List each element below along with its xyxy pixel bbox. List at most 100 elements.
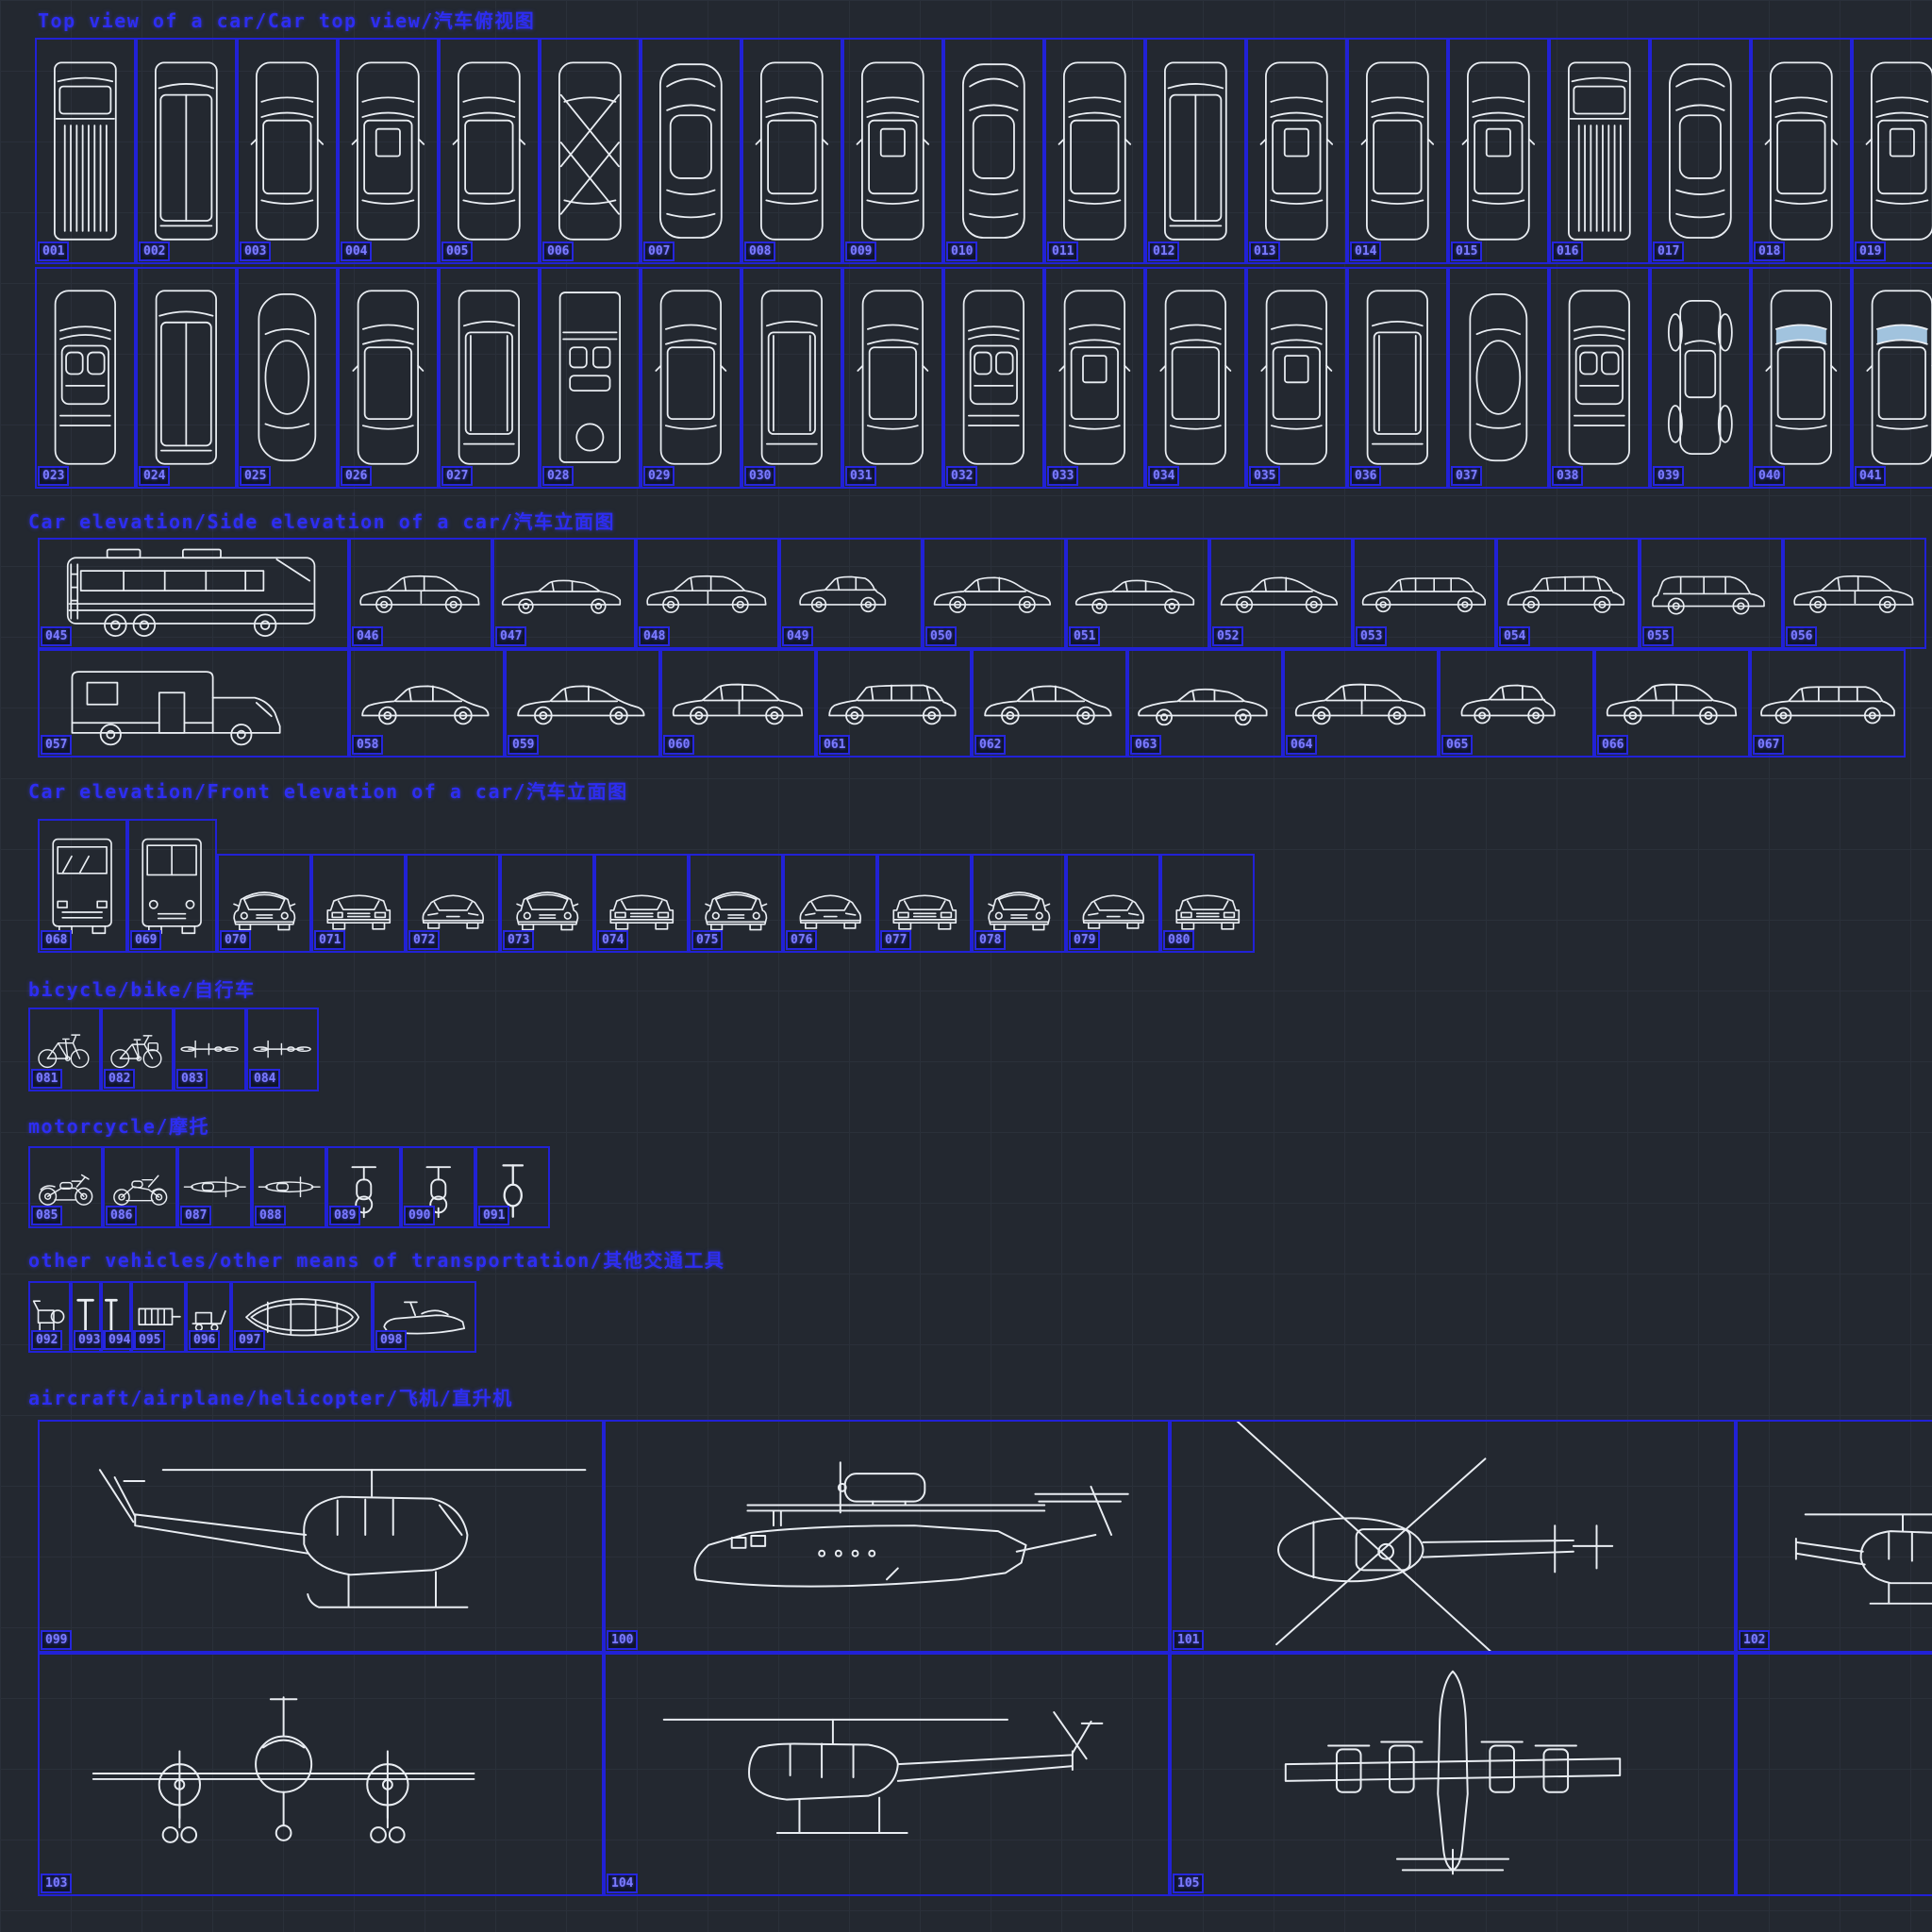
block-cell-086[interactable]: 086 xyxy=(103,1146,177,1228)
block-cell-045[interactable]: 045 xyxy=(38,538,349,649)
block-cell-105[interactable]: 105 xyxy=(1170,1653,1736,1896)
block-cell-079[interactable]: 079 xyxy=(1066,854,1160,953)
block-cell-087[interactable]: 087 xyxy=(177,1146,252,1228)
block-cell-033[interactable]: 033 xyxy=(1044,267,1145,489)
block-cell-039[interactable]: 039 xyxy=(1650,267,1751,489)
block-cell-075[interactable]: 075 xyxy=(689,854,783,953)
block-cell-054[interactable]: 054 xyxy=(1496,538,1640,649)
block-cell-037[interactable]: 037 xyxy=(1448,267,1549,489)
block-cell-083[interactable]: 083 xyxy=(174,1008,246,1091)
block-cell-028[interactable]: 028 xyxy=(540,267,641,489)
block-cell-empty[interactable] xyxy=(1736,1653,1932,1896)
block-cell-093[interactable]: 093 xyxy=(71,1281,106,1353)
block-cell-078[interactable]: 078 xyxy=(972,854,1066,953)
block-cell-002[interactable]: 002 xyxy=(136,38,237,264)
block-cell-004[interactable]: 004 xyxy=(338,38,439,264)
block-cell-051[interactable]: 051 xyxy=(1066,538,1209,649)
block-cell-061[interactable]: 061 xyxy=(816,649,972,758)
block-cell-018[interactable]: 018 xyxy=(1751,38,1852,264)
block-cell-073[interactable]: 073 xyxy=(500,854,594,953)
block-cell-088[interactable]: 088 xyxy=(252,1146,326,1228)
block-cell-082[interactable]: 082 xyxy=(101,1008,174,1091)
block-cell-025[interactable]: 025 xyxy=(237,267,338,489)
block-cell-077[interactable]: 077 xyxy=(877,854,972,953)
block-cell-102[interactable]: 102 xyxy=(1736,1420,1932,1653)
block-cell-031[interactable]: 031 xyxy=(842,267,943,489)
block-cell-008[interactable]: 008 xyxy=(741,38,842,264)
block-cell-070[interactable]: 070 xyxy=(217,854,311,953)
block-cell-099[interactable]: 099 xyxy=(38,1420,604,1653)
block-cell-029[interactable]: 029 xyxy=(641,267,741,489)
block-cell-053[interactable]: 053 xyxy=(1353,538,1496,649)
block-cell-065[interactable]: 065 xyxy=(1439,649,1594,758)
block-cell-036[interactable]: 036 xyxy=(1347,267,1448,489)
block-cell-067[interactable]: 067 xyxy=(1750,649,1906,758)
block-cell-034[interactable]: 034 xyxy=(1145,267,1246,489)
block-cell-097[interactable]: 097 xyxy=(231,1281,373,1353)
block-cell-098[interactable]: 098 xyxy=(373,1281,476,1353)
block-cell-048[interactable]: 048 xyxy=(636,538,779,649)
block-cell-074[interactable]: 074 xyxy=(594,854,689,953)
block-cell-084[interactable]: 084 xyxy=(246,1008,319,1091)
block-cell-094[interactable]: 094 xyxy=(101,1281,136,1353)
block-cell-012[interactable]: 012 xyxy=(1145,38,1246,264)
block-cell-001[interactable]: 001 xyxy=(35,38,136,264)
block-cell-062[interactable]: 062 xyxy=(972,649,1127,758)
block-cell-003[interactable]: 003 xyxy=(237,38,338,264)
block-cell-066[interactable]: 066 xyxy=(1594,649,1750,758)
block-cell-050[interactable]: 050 xyxy=(923,538,1066,649)
block-cell-011[interactable]: 011 xyxy=(1044,38,1145,264)
block-cell-013[interactable]: 013 xyxy=(1246,38,1347,264)
block-cell-010[interactable]: 010 xyxy=(943,38,1044,264)
block-cell-055[interactable]: 055 xyxy=(1640,538,1783,649)
block-cell-063[interactable]: 063 xyxy=(1127,649,1283,758)
block-cell-023[interactable]: 023 xyxy=(35,267,136,489)
block-cell-040[interactable]: 040 xyxy=(1751,267,1852,489)
block-cell-009[interactable]: 009 xyxy=(842,38,943,264)
block-cell-014[interactable]: 014 xyxy=(1347,38,1448,264)
block-cell-069[interactable]: 069 xyxy=(127,819,217,953)
block-cell-017[interactable]: 017 xyxy=(1650,38,1751,264)
block-cell-080[interactable]: 080 xyxy=(1160,854,1255,953)
block-cell-049[interactable]: 049 xyxy=(779,538,923,649)
block-cell-076[interactable]: 076 xyxy=(783,854,877,953)
block-cell-047[interactable]: 047 xyxy=(492,538,636,649)
block-cell-072[interactable]: 072 xyxy=(406,854,500,953)
block-cell-064[interactable]: 064 xyxy=(1283,649,1439,758)
block-cell-071[interactable]: 071 xyxy=(311,854,406,953)
block-cell-068[interactable]: 068 xyxy=(38,819,127,953)
block-cell-100[interactable]: 100 xyxy=(604,1420,1170,1653)
block-cell-052[interactable]: 052 xyxy=(1209,538,1353,649)
block-cell-035[interactable]: 035 xyxy=(1246,267,1347,489)
block-cell-096[interactable]: 096 xyxy=(186,1281,231,1353)
block-cell-019[interactable]: 019 xyxy=(1852,38,1932,264)
block-cell-046[interactable]: 046 xyxy=(349,538,492,649)
block-cell-007[interactable]: 007 xyxy=(641,38,741,264)
block-cell-089[interactable]: 089 xyxy=(326,1146,401,1228)
block-cell-041[interactable]: 041 xyxy=(1852,267,1932,489)
block-cell-032[interactable]: 032 xyxy=(943,267,1044,489)
block-cell-060[interactable]: 060 xyxy=(660,649,816,758)
block-cell-026[interactable]: 026 xyxy=(338,267,439,489)
block-cell-095[interactable]: 095 xyxy=(131,1281,186,1353)
block-cell-103[interactable]: 103 xyxy=(38,1653,604,1896)
block-cell-038[interactable]: 038 xyxy=(1549,267,1650,489)
block-cell-058[interactable]: 058 xyxy=(349,649,505,758)
block-cell-081[interactable]: 081 xyxy=(28,1008,101,1091)
block-cell-056[interactable]: 056 xyxy=(1783,538,1926,649)
block-cell-030[interactable]: 030 xyxy=(741,267,842,489)
block-cell-101[interactable]: 101 xyxy=(1170,1420,1736,1653)
block-cell-006[interactable]: 006 xyxy=(540,38,641,264)
block-cell-005[interactable]: 005 xyxy=(439,38,540,264)
block-cell-059[interactable]: 059 xyxy=(505,649,660,758)
block-cell-104[interactable]: 104 xyxy=(604,1653,1170,1896)
block-cell-027[interactable]: 027 xyxy=(439,267,540,489)
block-cell-016[interactable]: 016 xyxy=(1549,38,1650,264)
block-cell-057[interactable]: 057 xyxy=(38,649,349,758)
block-cell-024[interactable]: 024 xyxy=(136,267,237,489)
block-cell-090[interactable]: 090 xyxy=(401,1146,475,1228)
block-cell-085[interactable]: 085 xyxy=(28,1146,103,1228)
block-cell-092[interactable]: 092 xyxy=(28,1281,71,1353)
block-cell-015[interactable]: 015 xyxy=(1448,38,1549,264)
block-cell-091[interactable]: 091 xyxy=(475,1146,550,1228)
